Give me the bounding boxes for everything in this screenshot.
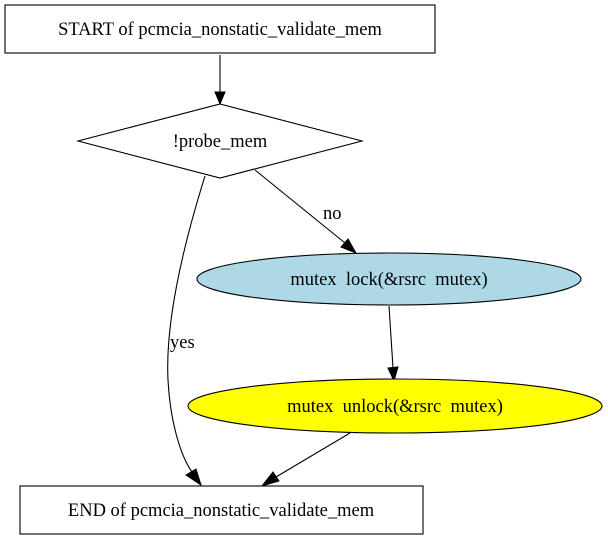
condition-node[interactable]: !probe_mem [75,103,365,179]
edge-label-yes: yes [170,333,195,353]
decision-diamond [75,103,365,179]
condition-label: !probe_mem [173,132,268,152]
end-node[interactable]: END of pcmcia_nonstatic_validate_mem [19,485,424,535]
start-box [4,4,436,54]
arrowhead [214,91,226,106]
end-label: END of pcmcia_nonstatic_validate_mem [68,501,375,521]
edge-unlock-to-end [260,432,351,487]
mutex-lock-node[interactable]: mutex lock(&rsrc mutex) [196,252,582,306]
lock-ellipse [196,252,582,306]
arrowhead [185,468,202,487]
end-box [19,485,424,535]
edge-label-no: no [323,204,342,224]
mutex-unlock-node[interactable]: mutex unlock(&rsrc mutex) [187,378,603,434]
unlock-label: mutex unlock(&rsrc mutex) [287,397,503,417]
arrowhead [260,471,280,487]
arrowhead [387,366,399,383]
edge-lock-to-unlock [387,305,399,383]
start-label: START of pcmcia_nonstatic_validate_mem [58,20,382,40]
start-node[interactable]: START of pcmcia_nonstatic_validate_mem [4,4,436,54]
lock-label: mutex lock(&rsrc mutex) [290,270,487,290]
edge-start-to-condition [214,55,226,106]
edge-condition-to-lock: no [254,169,358,254]
unlock-ellipse [187,378,603,434]
edge-condition-to-end: yes [167,175,206,487]
arrowhead [340,238,358,254]
